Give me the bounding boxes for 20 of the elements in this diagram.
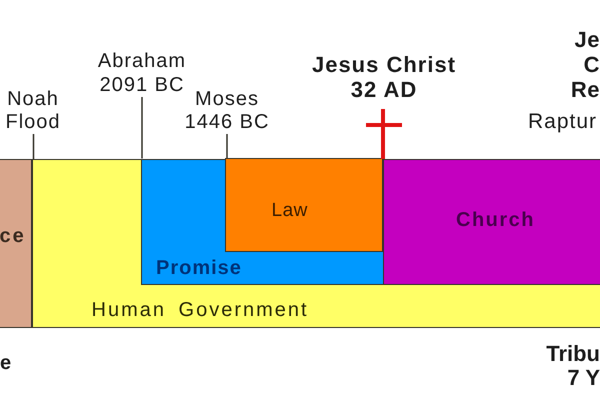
leader-line	[32, 134, 34, 159]
event-label: Jesus Christ 32 AD	[310, 52, 458, 102]
timeline-band	[32, 159, 600, 328]
band-label: ce	[0, 224, 26, 248]
band-label: Law	[272, 198, 308, 222]
band-label: Human Government	[92, 298, 309, 322]
event-label: Abraham 2091 BC	[97, 49, 187, 97]
event-label: Je C Re	[570, 27, 600, 102]
leader-line	[226, 134, 228, 158]
event-label: Moses 1446 BC	[184, 88, 270, 134]
period-label: e	[0, 351, 12, 375]
timeline-band	[140, 158, 384, 284]
event-label: Raptur	[528, 110, 598, 134]
period-label: Tribu 7 Y	[545, 342, 600, 390]
band-label: Church	[456, 208, 535, 232]
leader-line	[141, 97, 143, 158]
event-label: Noah Flood	[4, 88, 62, 134]
band-label: Promise	[156, 256, 242, 280]
timeline-band	[382, 158, 600, 284]
timeline-band	[225, 158, 383, 252]
